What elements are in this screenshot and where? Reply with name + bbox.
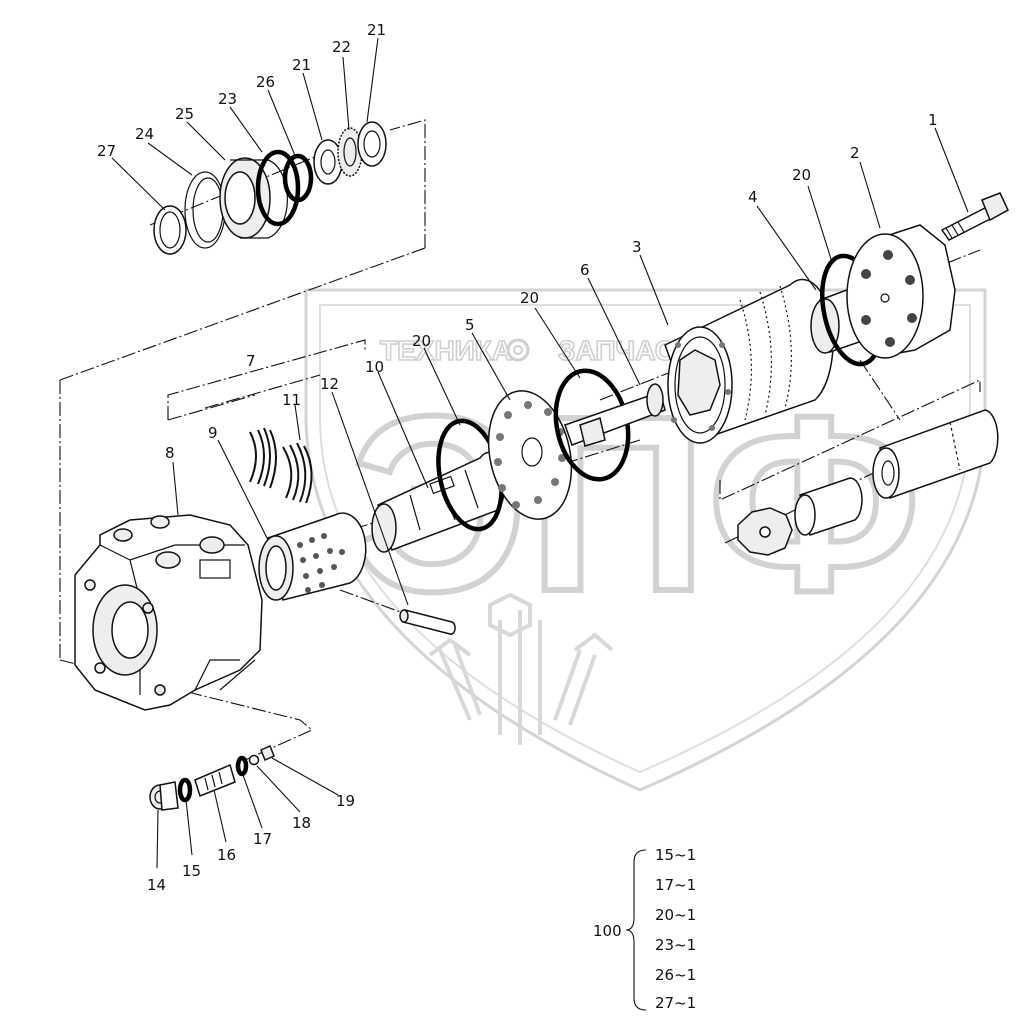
kit-item-4: 23~1 xyxy=(655,936,696,954)
callout-26: 26 xyxy=(256,73,275,91)
part-star-rotor xyxy=(737,507,793,556)
part-12-pin xyxy=(399,609,456,635)
callout-27: 27 xyxy=(97,142,116,160)
kit-item-2: 17~1 xyxy=(655,876,696,894)
part-6-drive-shaft xyxy=(564,383,666,447)
part-1-bolt xyxy=(940,192,1009,241)
part-15-oring xyxy=(177,777,193,803)
callout-7: 7 xyxy=(246,352,256,370)
callout-9: 9 xyxy=(208,424,218,442)
callout-25: 25 xyxy=(175,105,194,123)
kit-number: 100 xyxy=(593,922,622,940)
kit-item-5: 26~1 xyxy=(655,966,696,984)
leader-lines xyxy=(111,37,969,869)
callout-21-lower: 21 xyxy=(292,56,311,74)
callout-22: 22 xyxy=(332,38,351,56)
callout-17: 17 xyxy=(253,830,272,848)
seal-kit-group xyxy=(153,121,387,255)
kit-item-1: 15~1 xyxy=(655,846,696,864)
kit-100-list: 100 15~1 17~1 20~1 23~1 26~1 27~1 xyxy=(593,846,696,1012)
part-5-plate xyxy=(487,390,573,520)
part-18-ball xyxy=(248,754,260,766)
callout-6: 6 xyxy=(580,261,590,279)
callout-19: 19 xyxy=(336,792,355,810)
callout-11: 11 xyxy=(282,391,301,409)
part-2-end-cap xyxy=(846,224,956,359)
part-26-oring xyxy=(282,153,314,203)
callout-labels: 1 2 20 4 3 6 20 5 20 10 12 7 11 9 8 27 2… xyxy=(97,21,938,894)
part-23-oring xyxy=(255,149,301,227)
part-9-sleeve xyxy=(258,512,367,601)
watermark-gear-icon xyxy=(506,338,530,362)
callout-8: 8 xyxy=(165,444,175,462)
callout-5: 5 xyxy=(465,316,475,334)
part-27-ring xyxy=(153,205,187,255)
watermark-brand-text: ТЕХНИКА xyxy=(380,335,512,366)
callout-20-mid: 20 xyxy=(520,289,539,307)
part-16-seat xyxy=(194,763,236,797)
callout-2: 2 xyxy=(850,144,860,162)
callout-21-upper: 21 xyxy=(367,21,386,39)
callout-1: 1 xyxy=(928,111,938,129)
callout-20-top: 20 xyxy=(792,166,811,184)
part-21-washer-outer xyxy=(357,121,387,167)
check-valve-group xyxy=(149,744,275,811)
kit-item-6: 27~1 xyxy=(655,994,696,1012)
callout-3: 3 xyxy=(632,238,642,256)
callout-18: 18 xyxy=(292,814,311,832)
part-24-ring xyxy=(184,171,226,249)
part-11-springs xyxy=(249,427,313,504)
callout-14: 14 xyxy=(147,876,166,894)
part-cylinder-large xyxy=(872,409,999,499)
callout-24: 24 xyxy=(135,125,154,143)
callout-12: 12 xyxy=(320,375,339,393)
part-cylinder-small xyxy=(794,477,863,536)
callout-4: 4 xyxy=(748,188,758,206)
callout-15: 15 xyxy=(182,862,201,880)
kit-item-3: 20~1 xyxy=(655,906,696,924)
part-19-pin xyxy=(260,744,275,762)
part-3-gerotor xyxy=(664,278,834,444)
callout-10: 10 xyxy=(365,358,384,376)
callout-16: 16 xyxy=(217,846,236,864)
kit-brace xyxy=(625,849,647,1011)
watermark-wheat-icon xyxy=(428,592,614,745)
callout-23: 23 xyxy=(218,90,237,108)
part-17-oring xyxy=(235,755,249,777)
callout-20-low: 20 xyxy=(412,332,431,350)
part-8-housing xyxy=(74,514,263,711)
